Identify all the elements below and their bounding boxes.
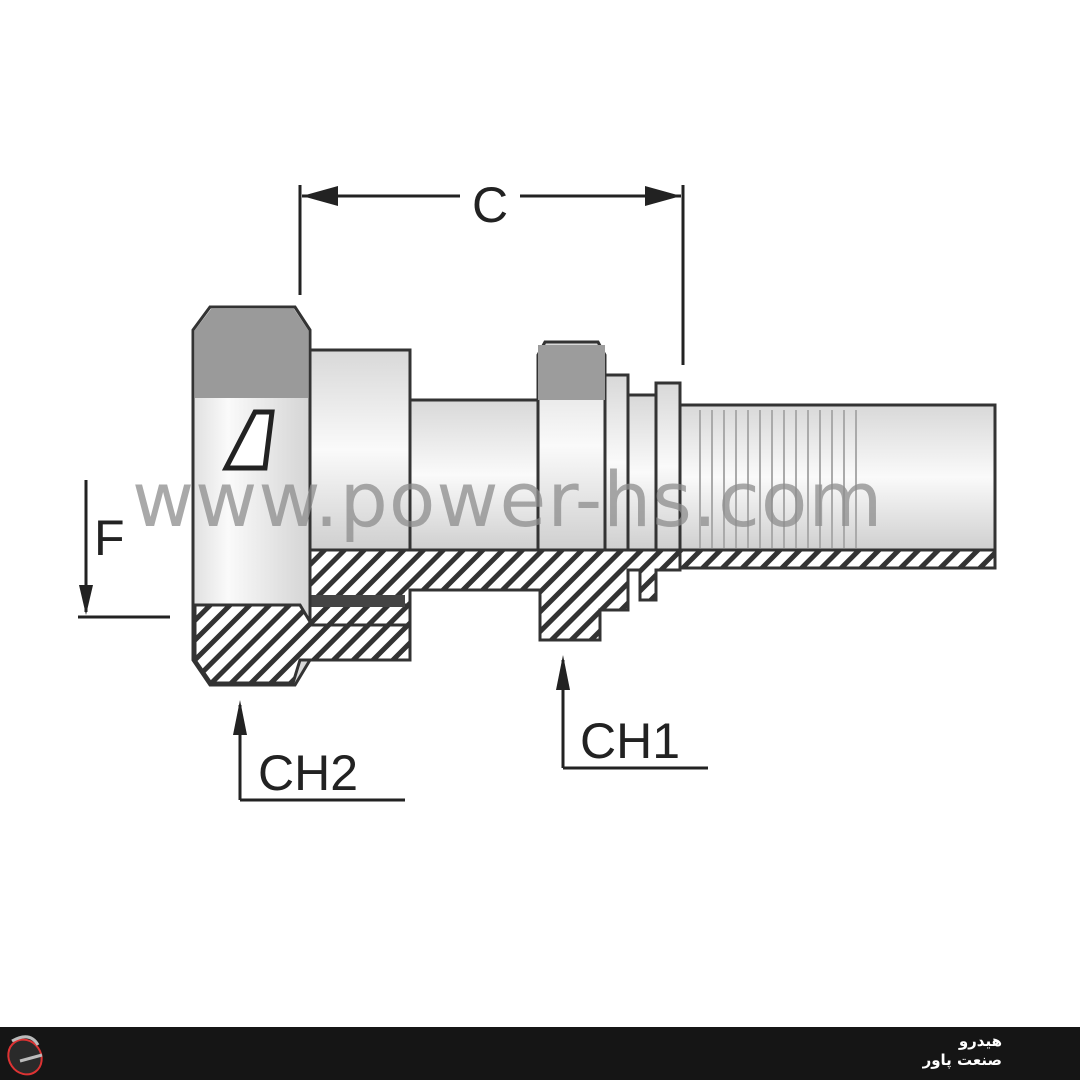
dimension-c	[298, 185, 685, 365]
hex-ch1	[536, 340, 607, 552]
callout-ch1	[556, 655, 708, 770]
footer-bar: هیدرو صنعت پاور	[0, 1027, 1080, 1080]
brand-line-2: صنعت پاور	[922, 1051, 1002, 1069]
ch2-label: CH2	[258, 745, 358, 801]
fitting-neck	[298, 373, 682, 642]
brand-logo-icon	[221, 409, 275, 471]
brand-text: هیدرو صنعت پاور	[923, 1032, 1002, 1070]
dimension-c-label: C	[472, 177, 508, 233]
brand-line-1: هیدرو	[958, 1032, 1002, 1050]
dimension-f	[78, 480, 170, 619]
callout-ch2	[233, 700, 405, 802]
nut-ch2	[191, 305, 412, 687]
dimension-f-label: F	[94, 510, 125, 566]
ch1-label: CH1	[580, 713, 680, 769]
watermark: www.power-hs.com	[132, 455, 884, 544]
brand-logo-icon	[7, 1035, 43, 1076]
hose-tail	[678, 403, 997, 570]
